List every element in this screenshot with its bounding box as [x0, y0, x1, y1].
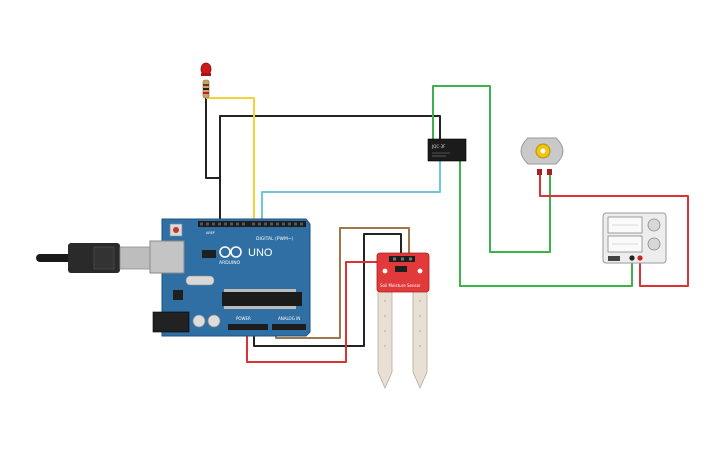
wire-led-black[interactable]	[205, 98, 441, 179]
usb-cable-wire	[36, 254, 74, 262]
power-label: POWER	[236, 316, 251, 321]
soil-moisture-sensor[interactable]: Soil Moisture Sensor	[376, 252, 430, 389]
sensor-board	[376, 252, 430, 293]
power-header[interactable]	[228, 324, 268, 330]
arduino-logo-text: ARDUINO	[219, 260, 241, 266]
sensor-probe-right	[412, 289, 428, 389]
arduino-model: UNO	[248, 247, 273, 259]
sensor-probe-left	[377, 289, 393, 389]
psu-knob-bottom[interactable]	[647, 237, 661, 251]
relay[interactable]: JQC-3F	[427, 138, 467, 162]
crystal	[185, 275, 215, 286]
aref-label: AREF	[206, 231, 215, 235]
wire-relay-cyan[interactable]	[261, 160, 441, 226]
analog-header[interactable]	[272, 324, 306, 330]
arduino-uno[interactable]: AREF DIGITAL (PWM~) ARDUINO UNO POWER AN…	[149, 218, 311, 337]
led[interactable]	[200, 62, 212, 99]
relay-body	[427, 138, 467, 162]
arduino-power-jack	[152, 311, 190, 333]
sensor-label: Soil Moisture Sensor	[380, 283, 421, 288]
wire-relay-green-2[interactable]	[459, 160, 633, 287]
wire-fan-red[interactable]	[539, 174, 689, 287]
power-supply[interactable]	[602, 212, 667, 264]
capacitor-2	[207, 314, 221, 328]
psu-terminal-neg[interactable]	[629, 255, 635, 261]
atmega-chip	[222, 292, 302, 306]
digital-label: DIGITAL (PWM~)	[256, 236, 294, 242]
wire-relay-green-1[interactable]	[432, 85, 551, 253]
psu-knob-top[interactable]	[647, 218, 661, 232]
wire-sensor-brown[interactable]	[275, 227, 410, 339]
wires	[205, 85, 689, 363]
usb-cable[interactable]	[36, 243, 151, 273]
analog-label: ANALOG IN	[278, 316, 300, 321]
dc-motor[interactable]	[520, 137, 564, 175]
motor-terminal-right	[547, 169, 552, 175]
capacitor-1	[192, 314, 206, 328]
relay-label: JQC-3F	[431, 144, 446, 149]
psu-switch[interactable]	[608, 256, 620, 261]
usb-plug-metal	[119, 246, 151, 270]
arduino-usb-jack	[149, 240, 185, 274]
arduino-logo: ARDUINO	[219, 246, 242, 266]
motor-terminal-left	[537, 169, 542, 175]
psu-terminal-pos[interactable]	[637, 255, 643, 261]
wire-led-yellow[interactable]	[206, 97, 255, 226]
wire-sensor-black[interactable]	[253, 233, 402, 347]
